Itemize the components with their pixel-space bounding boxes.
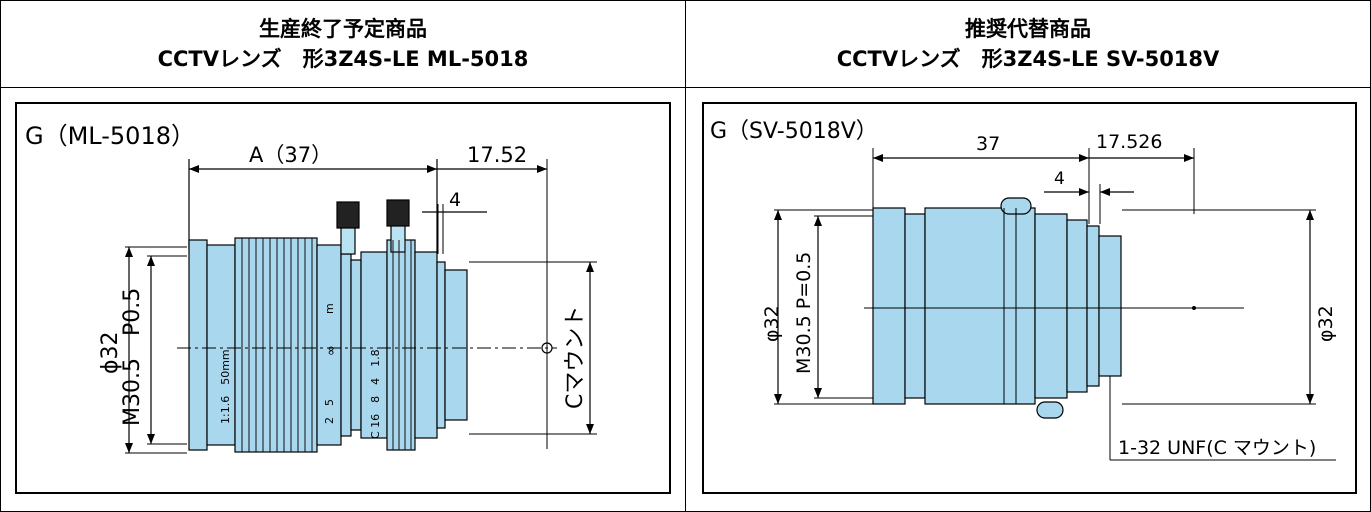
barrel-marking-infinity: ∞ xyxy=(324,345,339,356)
cell-discontinued: G（ML-5018） A（37） 17.52 4 xyxy=(0,88,686,512)
dim-flange-label: 17.52 xyxy=(467,143,527,167)
dim-length-label: A（37） xyxy=(249,143,332,167)
lens-drawing-sv5018v: G（SV-5018V） 37 17.526 4 xyxy=(710,119,1337,461)
header-recommended: 推奨代替商品 CCTVレンズ 形3Z4S-LE SV-5018V xyxy=(685,0,1371,88)
drawing-title: G（SV-5018V） xyxy=(710,119,878,144)
dim-flange-label: 17.526 xyxy=(1096,131,1162,153)
dim-diameter-label: ϕ32 xyxy=(98,331,123,374)
drawing-frame-ml5018: G（ML-5018） A（37） 17.52 4 xyxy=(15,102,671,494)
barrel-marking-distance: 2 5 xyxy=(323,399,336,424)
mount-label: 1-32 UNF(C マウント) xyxy=(1118,437,1316,459)
dim-length-label: 37 xyxy=(976,133,1000,155)
lens-drawing-ml5018: G（ML-5018） A（37） 17.52 4 xyxy=(25,122,597,454)
dim-four-label: 4 xyxy=(1054,169,1065,189)
header-title: 推奨代替商品 xyxy=(965,17,1091,41)
dim-four-label: 4 xyxy=(449,189,461,211)
dim-thread-label: M30.5 P=0.5 xyxy=(793,252,815,374)
barrel-marking-aperture: 1:1.6 50mm xyxy=(219,349,232,424)
dim-diameter-right-label: φ32 xyxy=(1315,305,1337,342)
header-discontinued: 生産終了予定商品 CCTVレンズ 形3Z4S-LE ML-5018 xyxy=(0,0,686,88)
barrel-marking-m: m xyxy=(323,303,336,314)
header-model: CCTVレンズ 形3Z4S-LE SV-5018V xyxy=(836,47,1220,71)
header-title: 生産終了予定商品 xyxy=(259,17,427,41)
knurl-pattern xyxy=(241,238,412,452)
drawing-frame-sv5018v: G（SV-5018V） 37 17.526 4 xyxy=(702,102,1357,494)
header-model: CCTVレンズ 形3Z4S-LE ML-5018 xyxy=(157,47,529,71)
barrel-marking-fstops: C 16 8 4 1.8 xyxy=(369,349,382,439)
dim-diameter-left-label: φ32 xyxy=(761,305,783,342)
cell-recommended: G（SV-5018V） 37 17.526 4 xyxy=(685,88,1371,512)
mount-label: Cマウント xyxy=(563,306,588,409)
drawing-title: G（ML-5018） xyxy=(25,122,195,150)
dim-thread-label: M30.5 P0.5 xyxy=(120,288,145,426)
